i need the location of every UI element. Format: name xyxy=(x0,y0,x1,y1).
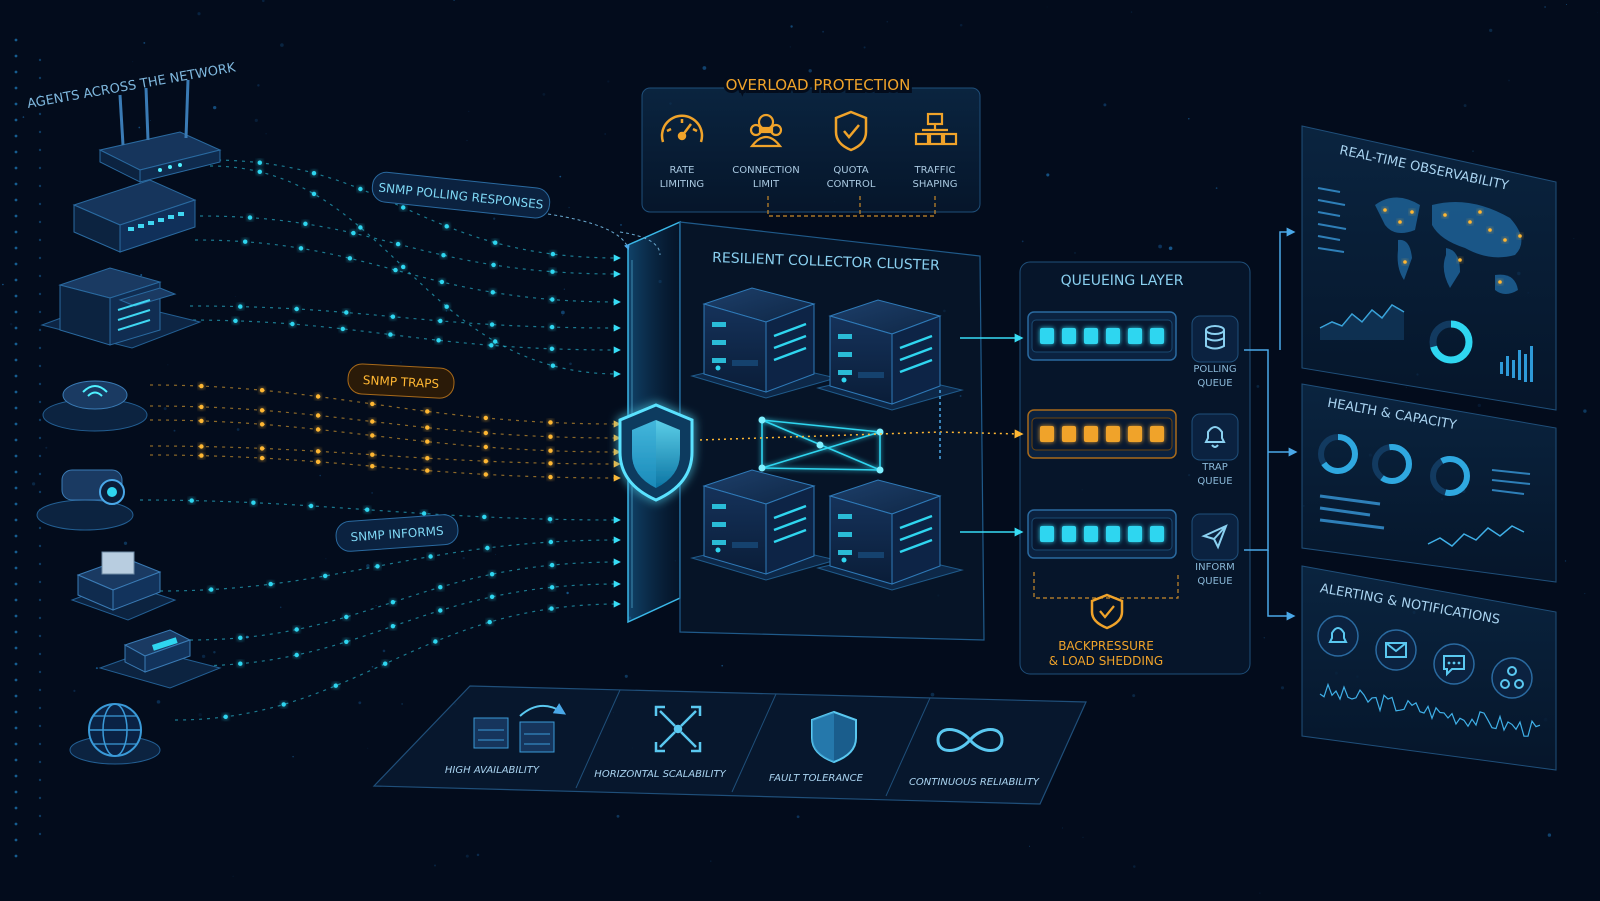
chat-icon xyxy=(1433,643,1475,685)
queue-slot xyxy=(1040,328,1054,344)
queue-to-panel-arrows xyxy=(1244,227,1298,621)
servers-sync-icon xyxy=(473,703,567,753)
queue-slot xyxy=(1128,328,1142,344)
queue-slot xyxy=(1040,526,1054,542)
agent-camera xyxy=(36,469,134,531)
hierarchy-icon xyxy=(914,112,958,146)
feature-bar: HIGH AVAILABILITY HORIZONTAL SCALABILITY F… xyxy=(372,685,1087,805)
queueing-layer-panel: QUEUEING LAYER POLLINGQUEUETRAPQUEUEINFO… xyxy=(1019,261,1251,675)
cluster-title: RESILIENT COLLECTOR CLUSTER xyxy=(712,250,940,274)
overload-item-line1: QUOTA xyxy=(833,165,868,176)
collector-server xyxy=(816,479,964,591)
queueing-title: QUEUEING LAYER xyxy=(1061,273,1184,289)
queue-label-line1: INFORM xyxy=(1195,562,1235,573)
flow-lines xyxy=(139,159,621,721)
backpressure-shield-icon xyxy=(1090,593,1124,630)
queue-slot xyxy=(1062,328,1076,344)
flow-label-informs: SNMP INFORMS xyxy=(335,514,459,552)
flow-label-traps-text: SNMP TRAPS xyxy=(363,373,440,391)
queue-row: POLLING QUEUE xyxy=(1027,311,1239,389)
queue-slot xyxy=(1150,328,1164,344)
queue-label-line1: POLLING xyxy=(1193,364,1236,375)
queue-label-line2: QUEUE xyxy=(1197,576,1232,587)
agent-router xyxy=(98,79,222,183)
bell-icon xyxy=(1317,615,1359,657)
users-icon xyxy=(749,113,783,148)
database-icon xyxy=(1205,325,1225,350)
feature-label: HIGH AVAILABILITY xyxy=(445,765,540,776)
collector-server xyxy=(690,287,838,399)
backpressure-line2: & LOAD SHEDDING xyxy=(1049,654,1163,668)
webhook-icon xyxy=(1491,657,1533,699)
queue-slot xyxy=(1106,426,1120,442)
agent-globe xyxy=(69,703,161,765)
agent-printer xyxy=(70,551,177,621)
queue-slot xyxy=(1062,526,1076,542)
collector-server xyxy=(816,299,964,411)
flow-label-traps: SNMP TRAPS xyxy=(347,363,455,399)
queue-label-line1: TRAP xyxy=(1201,462,1228,473)
shield-icon xyxy=(811,710,857,764)
queue-slot xyxy=(1084,426,1098,442)
queue-slot xyxy=(1150,426,1164,442)
overload-item-line1: RATE xyxy=(669,165,694,176)
collector-cluster: RESILIENT COLLECTOR CLUSTER xyxy=(679,221,985,641)
agents-title: AGENTS ACROSS THE NETWORK xyxy=(26,60,237,112)
backpressure-line1: BACKPRESSURE xyxy=(1058,639,1154,653)
overload-item-line2: LIMITING xyxy=(660,179,704,190)
infinity-icon xyxy=(936,728,1004,752)
bell-icon xyxy=(1204,426,1226,448)
queue-slot xyxy=(1150,526,1164,542)
flow-label-informs-text: SNMP INFORMS xyxy=(350,524,444,544)
queue-label-line2: QUEUE xyxy=(1197,476,1232,487)
cluster-to-queue-arrows xyxy=(699,333,1024,537)
queue-slot xyxy=(1084,526,1098,542)
queue-slot xyxy=(1106,526,1120,542)
agent-appliance xyxy=(98,629,222,689)
expand-arrows-icon xyxy=(654,705,702,753)
overload-item-line2: LIMIT xyxy=(753,179,780,190)
gauge-icon xyxy=(660,114,704,143)
flow-label-polling: SNMP POLLING RESPONSES xyxy=(371,171,551,219)
queue-slot xyxy=(1128,526,1142,542)
alerting-panel: ALERTING & NOTIFICATIONS xyxy=(1301,565,1557,771)
queue-slot xyxy=(1040,426,1054,442)
security-shield-icon xyxy=(618,403,694,502)
feature-label: HORIZONTAL SCALABILITY xyxy=(594,769,726,780)
health-capacity-panel: HEALTH & CAPACITY xyxy=(1301,383,1557,583)
shield-check-icon xyxy=(834,110,868,152)
agent-access-point xyxy=(42,380,148,432)
queue-slot xyxy=(1106,328,1120,344)
overload-item-line1: TRAFFIC xyxy=(914,165,956,176)
feature-label: FAULT TOLERANCE xyxy=(769,773,864,784)
feature-label: CONTINUOUS RELIABILITY xyxy=(909,777,1040,788)
mail-icon xyxy=(1375,629,1417,671)
overload-item-line2: SHAPING xyxy=(913,179,958,190)
observability-panel: REAL-TIME OBSERVABILITY xyxy=(1301,125,1557,411)
overload-title: OVERLOAD PROTECTION xyxy=(726,76,911,94)
collector-server xyxy=(690,469,838,581)
queue-slot xyxy=(1062,426,1076,442)
queue-row: TRAP QUEUE xyxy=(1027,409,1239,487)
queue-slot xyxy=(1084,328,1098,344)
send-icon xyxy=(1201,524,1228,550)
agent-server-rack xyxy=(40,267,202,349)
overload-item-line2: CONTROL xyxy=(827,179,876,190)
world-map xyxy=(1375,197,1522,294)
queue-label-line2: QUEUE xyxy=(1197,378,1232,389)
overload-item-line1: CONNECTION xyxy=(732,165,800,176)
agent-switch xyxy=(72,179,197,253)
queue-row: INFORM QUEUE xyxy=(1027,509,1239,587)
queue-slot xyxy=(1128,426,1142,442)
